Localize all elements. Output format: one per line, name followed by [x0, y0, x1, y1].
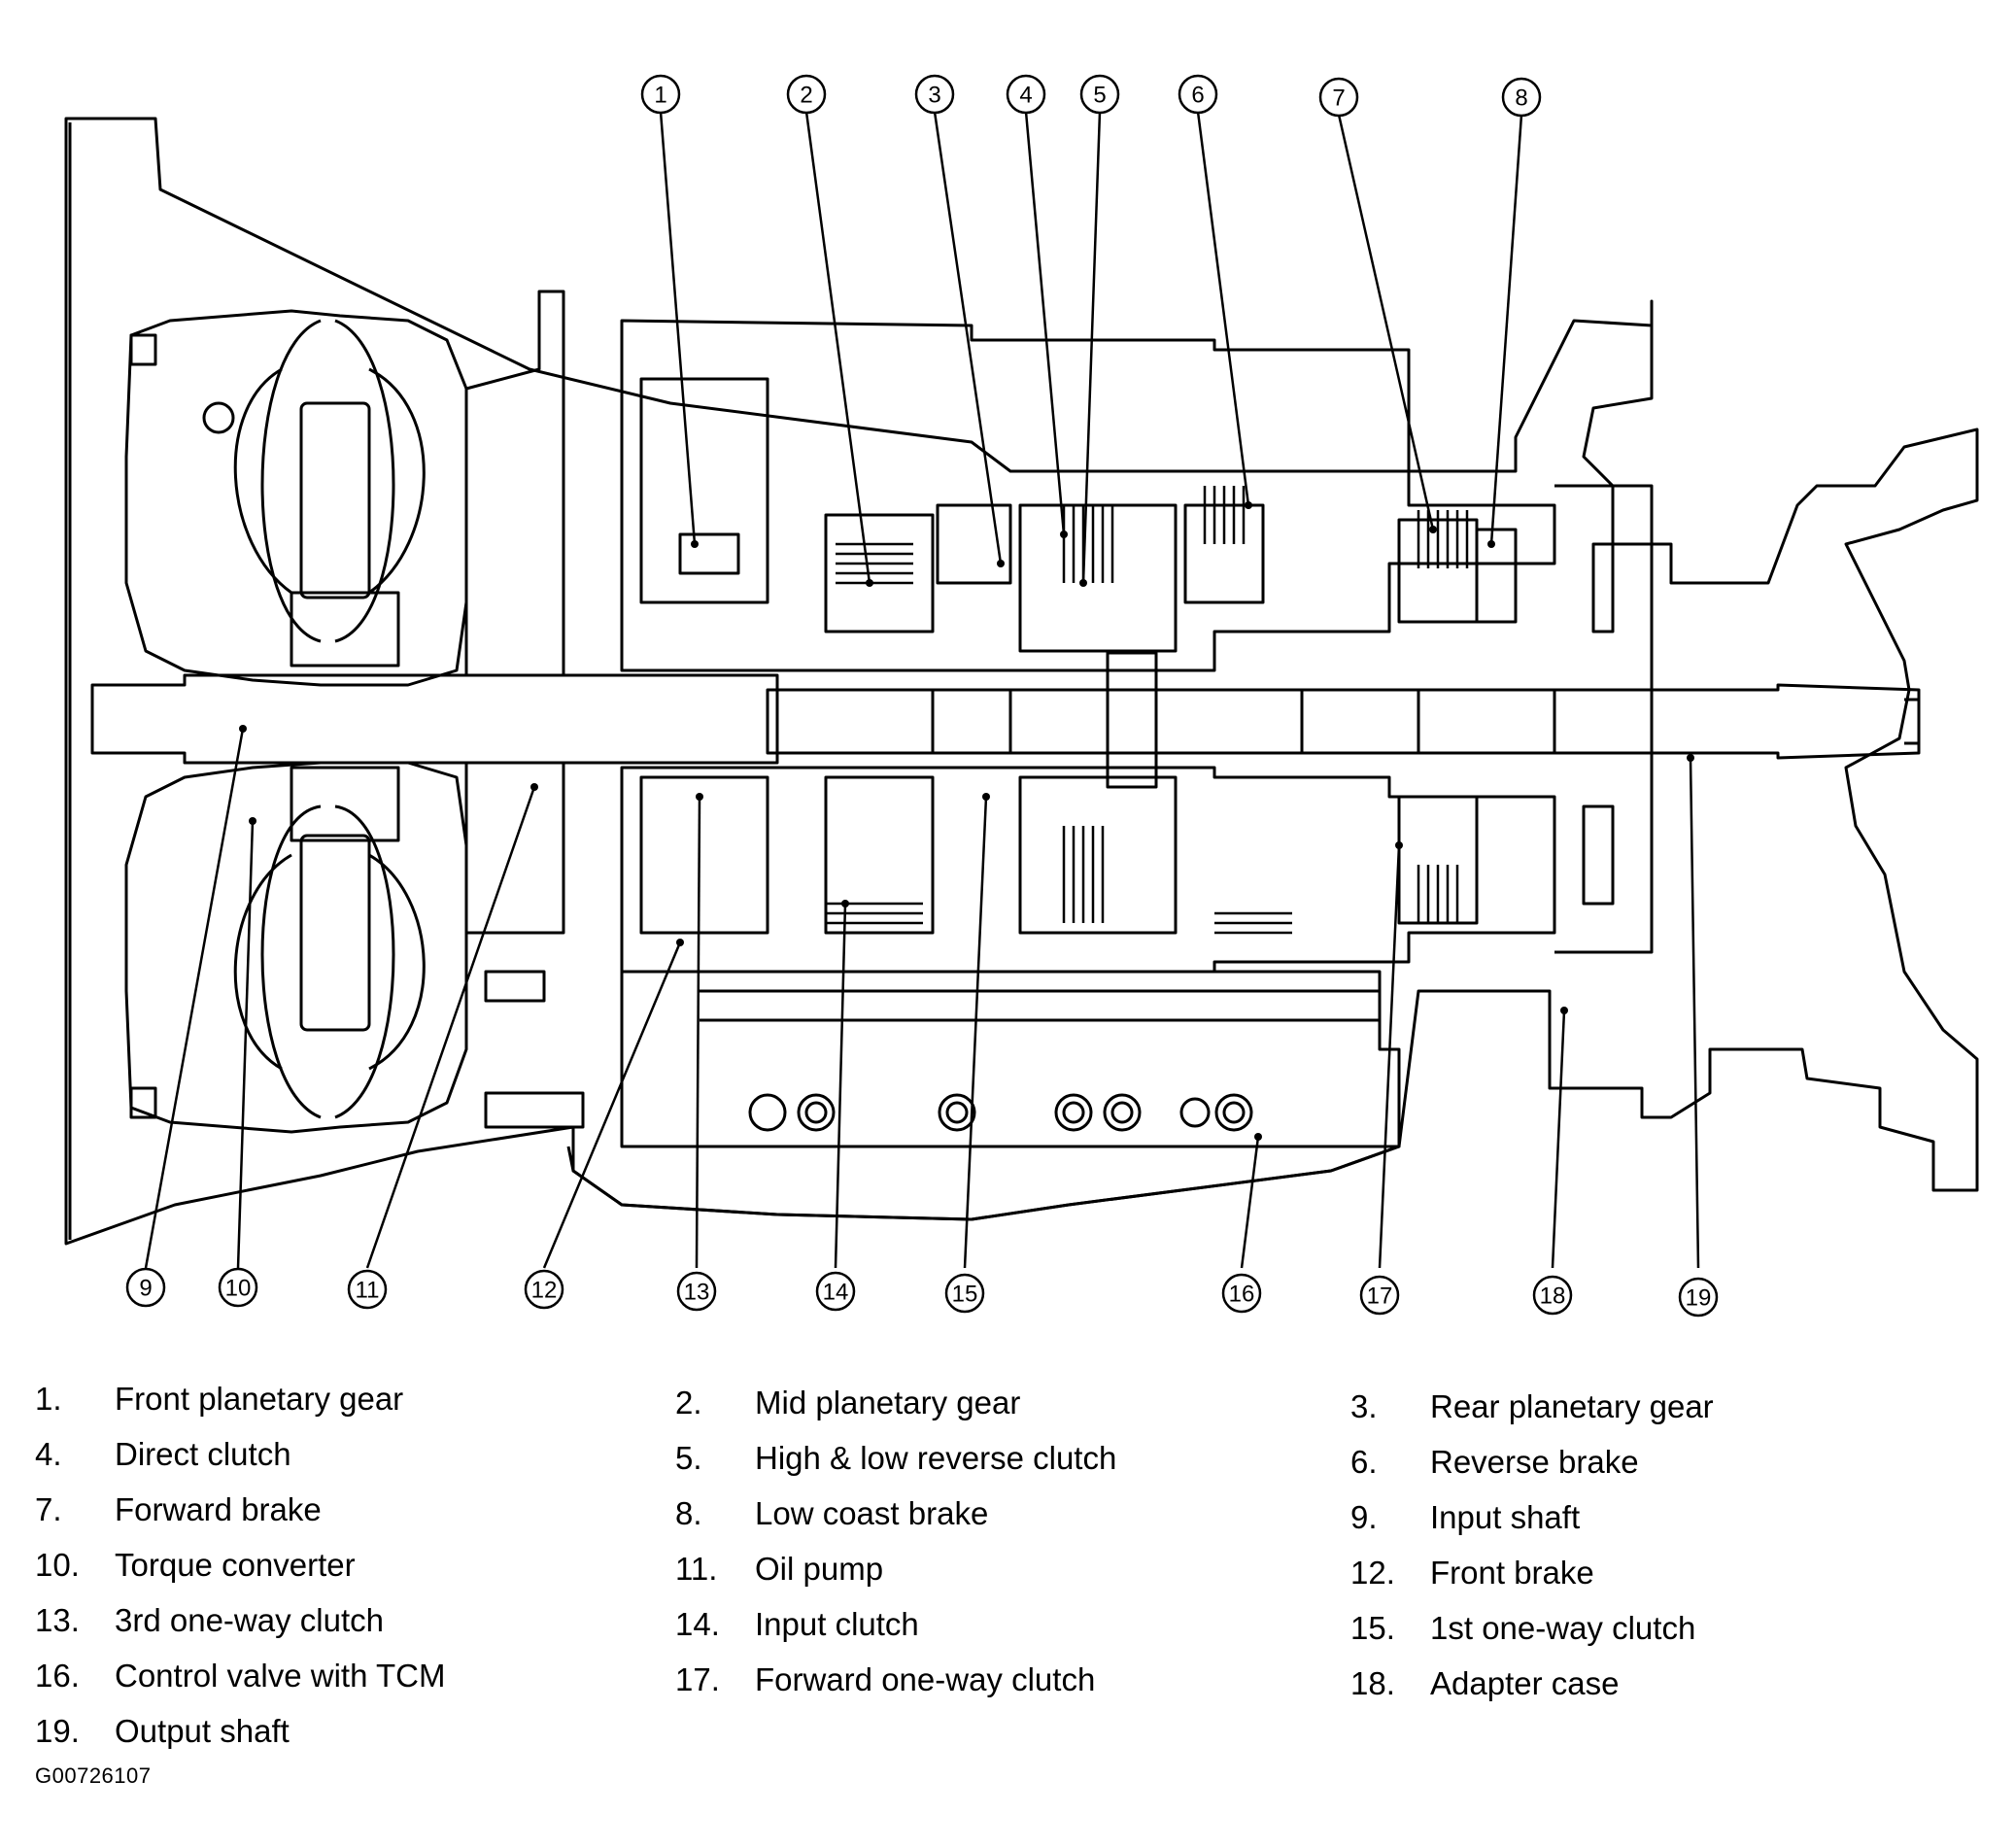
legend-label: Reverse brake: [1430, 1444, 1639, 1480]
legend-label: Torque converter: [115, 1547, 356, 1583]
callout-18-label: 18: [1540, 1283, 1566, 1310]
legend-label: Rear planetary gear: [1430, 1388, 1714, 1424]
gear-train-upper: [620, 319, 1556, 672]
bell-housing: [64, 117, 1979, 1246]
legend-label: Input clutch: [755, 1606, 919, 1642]
callout-14-label: 14: [823, 1280, 849, 1306]
callout-8: [1501, 77, 1542, 118]
legend-number: 7.: [35, 1491, 62, 1527]
legend-number: 16.: [35, 1658, 80, 1694]
callout-16-label: 16: [1229, 1282, 1255, 1308]
legend-number: 11.: [675, 1551, 718, 1587]
legend-label: 3rd one-way clutch: [115, 1602, 384, 1638]
callout-10: [218, 1267, 258, 1308]
legend-number: 10.: [35, 1547, 80, 1583]
legend-label: Low coast brake: [755, 1495, 989, 1531]
callout-2-label: 2: [800, 83, 812, 109]
legend-number: 3.: [1350, 1388, 1378, 1424]
torque-converter-upper: [124, 309, 468, 687]
main-shaft: [766, 683, 1921, 760]
legend-number: 18.: [1350, 1665, 1395, 1701]
callout-7: [1318, 77, 1359, 118]
legend-number: 19.: [35, 1713, 80, 1749]
callout-7-label: 7: [1332, 86, 1345, 112]
legend-label: Oil pump: [755, 1551, 884, 1587]
legend-label: Input shaft: [1430, 1499, 1581, 1535]
legend-label: Output shaft: [115, 1713, 290, 1749]
legend-label: Control valve with TCM: [115, 1658, 446, 1694]
callout-3-label: 3: [928, 83, 940, 109]
legend-number: 14.: [675, 1606, 720, 1642]
figure-code: G00726107: [35, 1763, 152, 1788]
callout-10-label: 10: [225, 1276, 252, 1302]
rear-extension: [1554, 484, 1654, 954]
oil-pan: [566, 1145, 1400, 1221]
legend-label: Mid planetary gear: [755, 1385, 1021, 1420]
callout-5-label: 5: [1093, 83, 1106, 109]
callout-11: [347, 1269, 388, 1310]
callout-18: [1532, 1275, 1573, 1316]
callout-17: [1359, 1275, 1400, 1316]
callout-8-label: 8: [1515, 86, 1527, 112]
callout-1-label: 1: [654, 83, 666, 109]
legend-label: High & low reverse clutch: [755, 1440, 1117, 1476]
callout-4-label: 4: [1019, 83, 1032, 109]
legend-label: Direct clutch: [115, 1436, 291, 1472]
legend-number: 9.: [1350, 1499, 1378, 1535]
legend-number: 1.: [35, 1381, 62, 1417]
parts-legend: 1. Front planetary gear 2. Mid planetary g…: [0, 1360, 2015, 1788]
callout-13: [676, 1271, 717, 1312]
legend-label: Front planetary gear: [115, 1381, 404, 1417]
callout-3: [914, 74, 955, 115]
legend-label: Forward one-way clutch: [755, 1661, 1096, 1697]
callout-12-label: 12: [531, 1278, 558, 1304]
callout-19: [1678, 1277, 1719, 1318]
legend-number: 2.: [675, 1385, 702, 1420]
transmission-cutaway-diagram: 1 2 3 4 5 6 7 8 9 10 11 12 13 14 15 16 1…: [64, 74, 1979, 1318]
callout-11-label: 11: [356, 1278, 380, 1304]
input-shaft: [90, 673, 779, 765]
callout-2: [786, 74, 827, 115]
callout-4: [1006, 74, 1046, 115]
oil-pump: [464, 290, 565, 677]
control-valve: [620, 970, 1401, 1148]
legend-number: 6.: [1350, 1444, 1378, 1480]
callout-9-label: 9: [139, 1276, 152, 1302]
callout-5: [1079, 74, 1120, 115]
legend-number: 15.: [1350, 1610, 1395, 1646]
legend-label: 1st one-way clutch: [1430, 1610, 1696, 1646]
callout-1: [640, 74, 681, 115]
legend-number: 4.: [35, 1436, 62, 1472]
legend-label: Adapter case: [1430, 1665, 1620, 1701]
legend-number: 8.: [675, 1495, 702, 1531]
callout-12: [524, 1269, 564, 1310]
legend-number: 12.: [1350, 1555, 1395, 1591]
callout-19-label: 19: [1686, 1285, 1712, 1312]
legend-number: 13.: [35, 1602, 80, 1638]
callout-6-label: 6: [1191, 83, 1204, 109]
callout-9: [125, 1267, 166, 1308]
callout-6: [1178, 74, 1218, 115]
callout-17-label: 17: [1367, 1283, 1393, 1310]
callout-16: [1221, 1273, 1262, 1314]
callout-15-label: 15: [952, 1282, 978, 1308]
legend-label: Forward brake: [115, 1491, 322, 1527]
legend-number: 5.: [675, 1440, 702, 1476]
callout-15: [944, 1273, 985, 1314]
torque-converter-lower: [124, 761, 468, 1134]
legend-number: 17.: [675, 1661, 720, 1697]
callout-14: [815, 1271, 856, 1312]
callout-13-label: 13: [684, 1280, 710, 1306]
legend-label: Front brake: [1430, 1555, 1594, 1591]
